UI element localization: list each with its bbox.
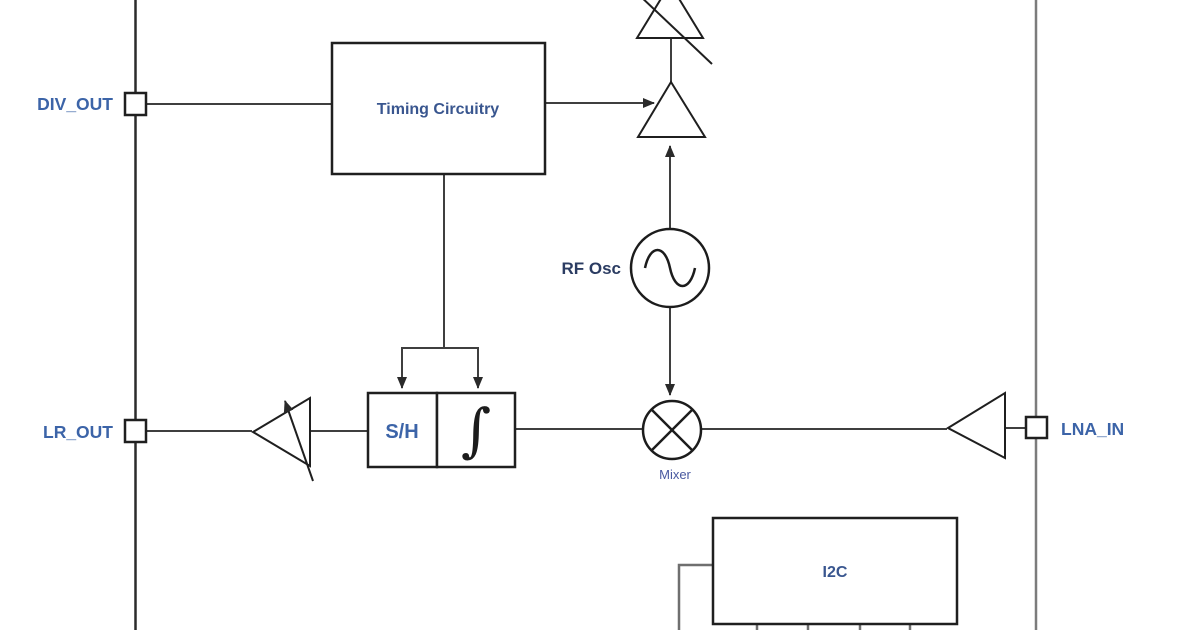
pin-lna-in: LNA_IN [1024,415,1124,440]
pin-square-icon [123,91,148,117]
wire-i2c-left [677,563,713,630]
pin-square-icon [1024,415,1049,440]
integrator-block: ∫ [435,391,517,469]
rf-oscillator-symbol [629,227,711,309]
pin-lr-out: LR_OUT [43,418,148,444]
integrator-label: ∫ [461,396,491,464]
timing-circuitry-label: Timing Circuitry [377,101,499,118]
i2c-label: I2C [823,564,848,581]
pin-square-icon [123,418,148,444]
triangle-amplifier-icon [636,80,707,138]
sample-hold-label: S/H [385,421,418,443]
variable-amplifier-icon [251,396,314,482]
pin-div-out: DIV_OUT [37,91,148,117]
triangle-amplifier-icon [945,391,1006,460]
lr-out-pin-label: LR_OUT [43,422,113,442]
lna-in-pin-label: LNA_IN [1061,419,1124,439]
mixer-symbol [641,399,703,461]
sine-wave-icon [643,248,697,288]
div-out-pin-label: DIV_OUT [37,94,113,114]
variable-amplifier-icon [635,0,713,65]
sample-hold-block: S/H [366,391,439,469]
rf-osc-label: RF Osc [561,259,621,278]
timing-circuitry-block: Timing Circuitry [330,41,547,176]
i2c-block: I2C [711,516,959,626]
mixer-label: Mixer [659,467,691,482]
wires [147,38,1026,432]
